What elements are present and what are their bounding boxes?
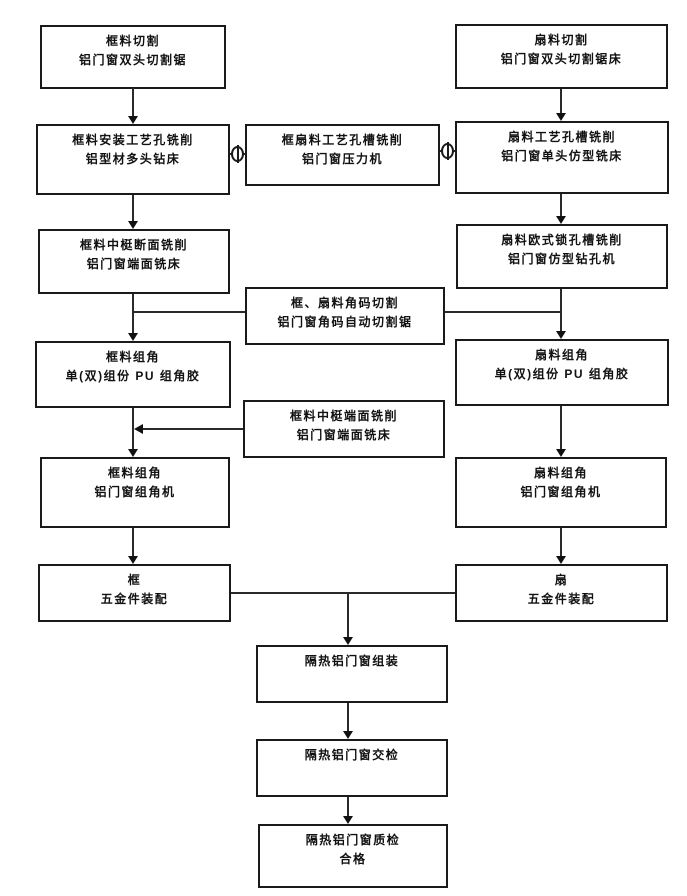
arrow-down-icon [343,637,353,645]
connector-line [560,194,562,216]
node-label: 框料中梃端面铣削 [289,409,398,423]
process-connector-icon [441,142,454,160]
node-frame-corner-machine: 框料组角 铝门窗组角机 [40,457,230,528]
node-label: 铝门窗压力机 [301,151,383,166]
node-handover-inspection: 隔热铝门窗交检 [256,739,448,797]
node-label: 铝门窗双头切割锯床 [500,51,623,66]
arrow-down-icon [343,731,353,739]
connector-line [132,311,245,313]
node-label: 隔热铝门窗组装 [304,654,400,668]
node-label: 框料组角 [107,466,162,480]
node-label: 隔热铝门窗质检 [305,833,401,847]
node-frame-hardware-assembly: 框 五金件装配 [38,564,231,622]
node-sash-corner-glue: 扇料组角 单(双)组份 PU 组角胶 [455,339,669,406]
node-label: 合格 [339,851,367,866]
arrow-down-icon [556,331,566,339]
node-label: 单(双)组份 PU 组角胶 [494,366,630,381]
node-label: 铝门窗端面铣床 [296,427,392,442]
connector-line [132,195,134,221]
arrow-left-icon [134,424,143,434]
node-label: 单(双)组份 PU 组角胶 [65,368,201,383]
connector-line [560,289,562,331]
node-label: 铝门窗双头切割锯 [78,52,187,67]
connector-line [560,89,562,113]
node-label: 框扇料工艺孔槽铣削 [281,133,404,147]
node-sash-lock-hole-milling: 扇料欧式锁孔槽铣削 铝门窗仿型钻孔机 [456,224,668,289]
node-sash-hardware-assembly: 扇 五金件装配 [455,564,668,622]
node-sash-corner-machine: 扇料组角 铝门窗组角机 [455,457,667,528]
node-label: 铝门窗组角机 [94,484,176,499]
node-label: 铝门窗仿型钻孔机 [507,251,616,266]
arrow-down-icon [128,449,138,457]
connector-line [560,528,562,556]
node-frame-install-hole-milling: 框料安装工艺孔铣削 铝型材多头钻床 [36,124,230,195]
arrow-down-icon [343,816,353,824]
node-label: 五金件装配 [527,591,596,606]
node-label: 框料切割 [105,34,160,48]
node-label: 铝门窗端面铣床 [86,256,182,271]
arrow-down-icon [128,221,138,229]
node-frame-cutting: 框料切割 铝门窗双头切割锯 [40,25,226,89]
node-label: 扇料组角 [533,466,588,480]
node-label: 扇料切割 [534,33,589,47]
node-frame-corner-glue: 框料组角 单(双)组份 PU 组角胶 [35,341,231,408]
connector-line [347,592,349,637]
node-label: 框 [127,573,142,587]
node-label: 铝门窗单头仿型铣床 [501,148,623,163]
node-label: 扇料工艺孔槽铣削 [507,130,616,144]
connector-line [347,703,349,731]
node-label: 铝门窗组角机 [520,484,602,499]
connector-line [231,592,455,594]
connector-line [143,428,243,430]
node-corner-key-cutting: 框、扇料角码切割 铝门窗角码自动切割锯 [245,287,445,345]
node-label: 扇 [554,573,569,587]
connector-line [347,797,349,816]
connector-line [560,406,562,449]
node-sash-cutting: 扇料切割 铝门窗双头切割锯床 [455,24,668,89]
connector-line [445,311,562,313]
node-label: 铝门窗角码自动切割锯 [277,314,413,329]
node-label: 铝型材多头钻床 [85,151,181,166]
node-label: 框料中梃断面铣削 [79,238,188,252]
node-label: 五金件装配 [100,591,169,606]
arrow-down-icon [128,333,138,341]
connector-line [132,88,134,116]
node-label: 扇料组角 [534,348,589,362]
arrow-down-icon [556,216,566,224]
node-frame-mullion-end-milling: 框料中梃端面铣削 铝门窗端面铣床 [243,400,445,458]
arrow-down-icon [128,116,138,124]
connector-line [132,294,134,333]
arrow-down-icon [556,449,566,457]
node-sash-hole-slot-milling: 扇料工艺孔槽铣削 铝门窗单头仿型铣床 [455,121,669,194]
node-label: 扇料欧式锁孔槽铣削 [501,233,623,247]
arrow-down-icon [556,556,566,564]
node-frame-sash-hole-slot-milling: 框扇料工艺孔槽铣削 铝门窗压力机 [245,124,440,186]
node-window-assembly: 隔热铝门窗组装 [256,645,448,703]
node-label: 框料组角 [105,350,160,364]
node-label: 框料安装工艺孔铣削 [72,133,194,147]
node-label: 框、扇料角码切割 [290,296,399,310]
connector-line [132,528,134,556]
node-frame-mullion-section-milling: 框料中梃断面铣削 铝门窗端面铣床 [38,229,230,294]
node-label: 隔热铝门窗交检 [304,748,400,762]
arrow-down-icon [556,113,566,121]
process-connector-icon [231,145,244,163]
connector-line [132,408,134,449]
arrow-down-icon [128,556,138,564]
node-quality-inspection: 隔热铝门窗质检 合格 [258,824,448,888]
